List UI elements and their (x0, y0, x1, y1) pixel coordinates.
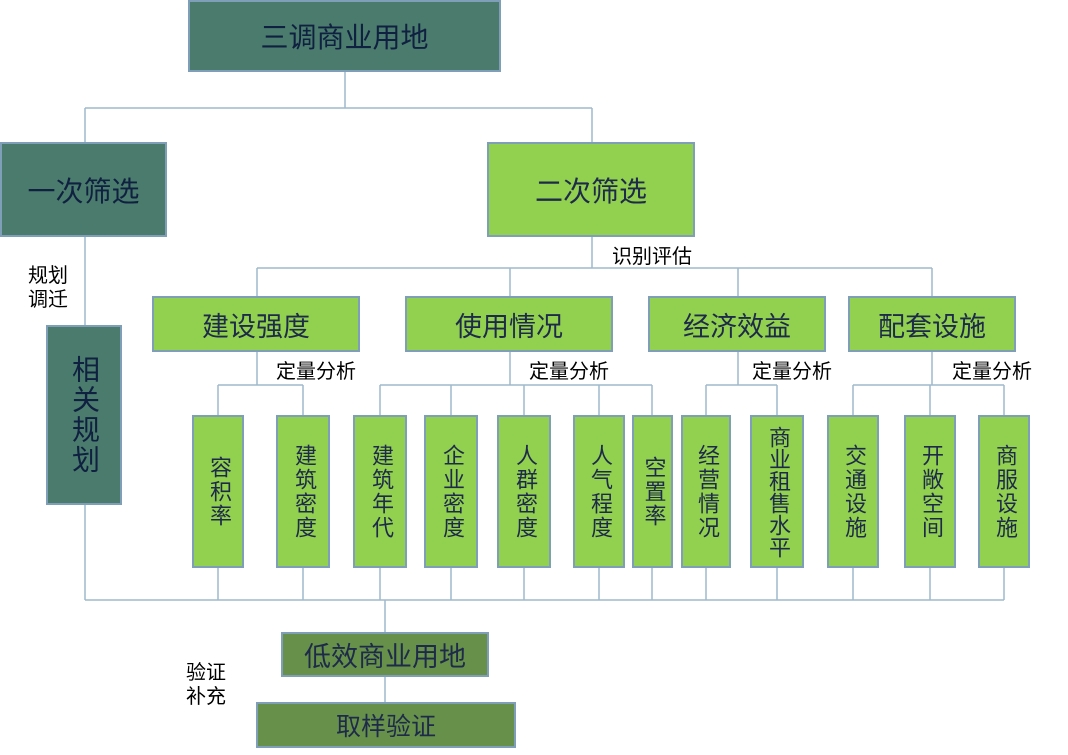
indicator-label: 企业密度 (439, 443, 464, 540)
indicator-operation: 经营情况 (681, 415, 731, 568)
indicator-label: 空置率 (640, 455, 666, 528)
category-facilities: 配套设施 (848, 296, 1016, 352)
label-quant-4: 定量分析 (952, 359, 1032, 383)
category-label: 建设强度 (202, 311, 310, 343)
node-second-screen: 二次筛选 (487, 142, 695, 237)
indicator-popularity: 人气程度 (573, 415, 625, 568)
label-quant-3: 定量分析 (752, 359, 832, 383)
node-sample-verify-label: 取样验证 (335, 712, 436, 741)
category-usage: 使用情况 (405, 296, 613, 352)
indicator-commercial-service: 商服设施 (978, 415, 1030, 568)
indicator-label: 建筑密度 (291, 443, 316, 540)
label-plan-relocation: 规划 调迁 (28, 263, 68, 311)
indicator-crowd-density: 人群密度 (497, 415, 551, 568)
indicator-label: 商业租售水平 (765, 425, 790, 558)
indicator-label: 商服设施 (992, 443, 1017, 540)
indicator-rent-level: 商业租售水平 (750, 415, 804, 568)
indicator-far: 容积率 (192, 415, 244, 568)
node-related-plan-label: 相关规划 (68, 355, 101, 475)
indicator-label: 人气程度 (587, 443, 612, 540)
indicator-label: 经营情况 (694, 443, 719, 540)
category-build-intensity: 建设强度 (152, 296, 360, 352)
node-first-screen-label: 一次筛选 (27, 174, 140, 208)
node-sample-verify: 取样验证 (256, 702, 516, 748)
indicator-vacancy: 空置率 (632, 415, 673, 568)
category-label: 配套设施 (878, 311, 986, 343)
indicator-enterprise-density: 企业密度 (424, 415, 478, 568)
indicator-label: 容积率 (206, 455, 231, 528)
indicator-label: 人群密度 (512, 443, 537, 540)
indicator-building-age: 建筑年代 (353, 415, 407, 568)
indicator-label: 开敞空间 (918, 443, 943, 540)
label-identify-eval: 识别评估 (612, 244, 692, 268)
node-result: 低效商业用地 (281, 632, 489, 677)
label-verify-supplement: 验证 补充 (186, 660, 226, 708)
category-economic-benefit: 经济效益 (648, 296, 826, 352)
category-label: 经济效益 (683, 311, 791, 343)
node-first-screen: 一次筛选 (0, 142, 167, 237)
node-related-plan: 相关规划 (46, 325, 122, 505)
node-top-label: 三调商业用地 (260, 21, 429, 54)
indicator-label: 建筑年代 (368, 443, 393, 540)
indicator-transport: 交通设施 (827, 415, 879, 568)
node-top: 三调商业用地 (188, 0, 501, 72)
node-result-label: 低效商业用地 (304, 642, 466, 673)
indicator-open-space: 开敞空间 (904, 415, 956, 568)
category-label: 使用情况 (455, 311, 563, 343)
label-quant-1: 定量分析 (276, 359, 356, 383)
indicator-building-density: 建筑密度 (276, 415, 330, 568)
indicator-label: 交通设施 (841, 443, 866, 540)
label-quant-2: 定量分析 (529, 359, 609, 383)
node-second-screen-label: 二次筛选 (534, 174, 647, 208)
